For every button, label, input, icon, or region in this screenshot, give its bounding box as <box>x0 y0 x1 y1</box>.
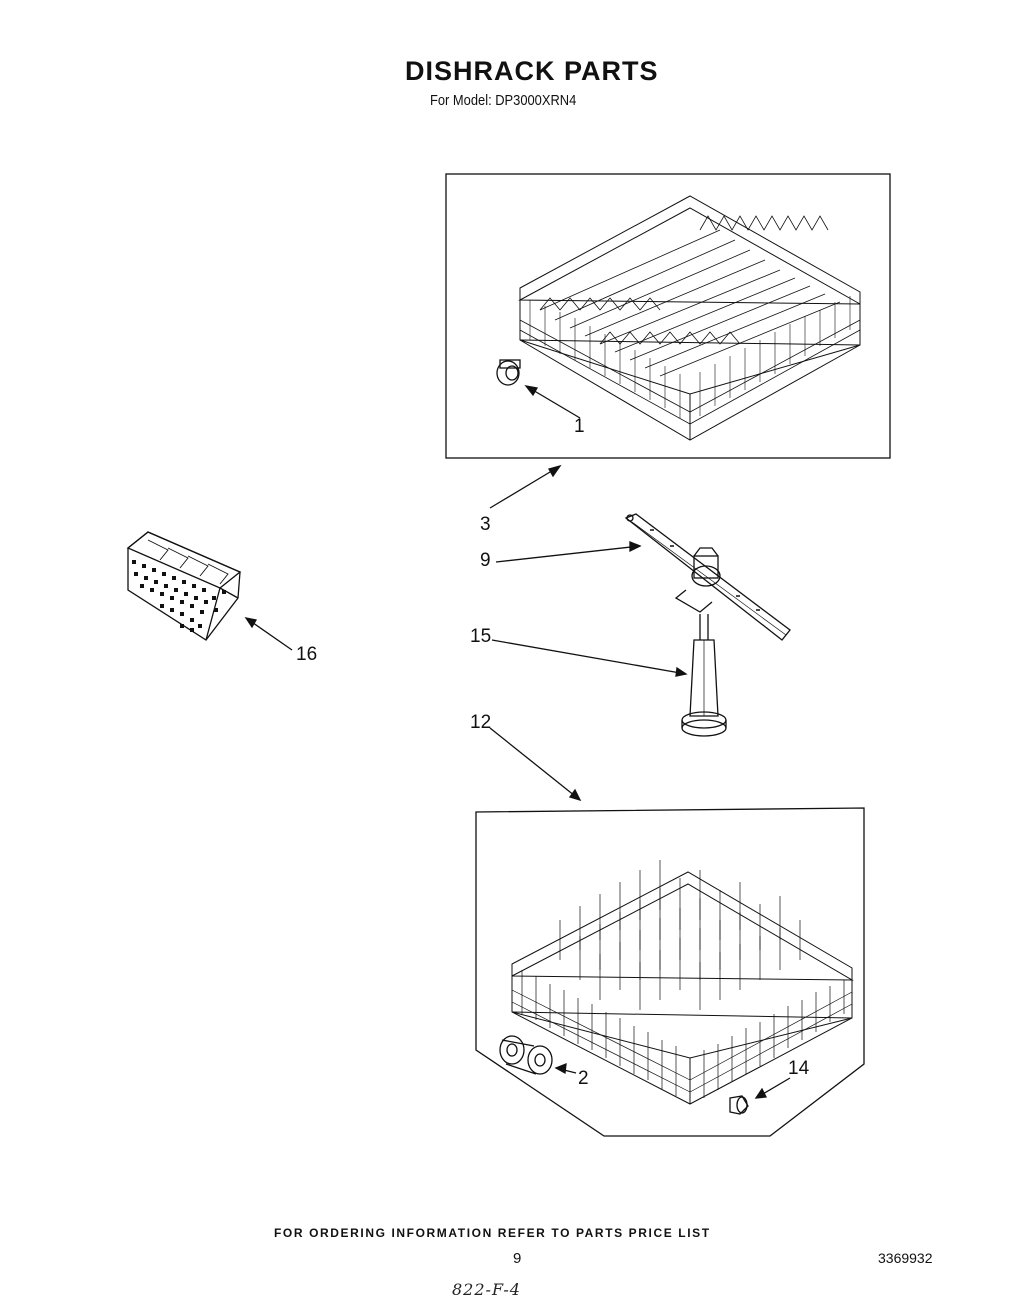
spray-arm-illustration <box>624 513 791 641</box>
tine-cap-part-14 <box>729 1095 749 1115</box>
handwritten-annotation: 822-F-4 <box>452 1280 521 1299</box>
callout-16: 16 <box>296 644 318 665</box>
arrowhead-1 <box>524 385 539 397</box>
leader-line-12 <box>489 727 581 801</box>
ordering-note: FOR ORDERING INFORMATION REFER TO PARTS … <box>274 1226 711 1240</box>
callout-14: 14 <box>788 1058 810 1079</box>
arrowhead-9 <box>629 541 642 553</box>
arrowhead-2 <box>554 1062 567 1075</box>
leader-line-3 <box>489 465 561 509</box>
rack-roller-part-1 <box>496 359 521 386</box>
upper-dishrack-illustration <box>518 195 861 441</box>
callout-15: 15 <box>470 626 492 647</box>
callout-3: 3 <box>480 514 491 535</box>
arrowhead-14 <box>754 1087 768 1099</box>
callout-12: 12 <box>470 712 492 733</box>
leader-line-15 <box>491 639 687 675</box>
arrowhead-12 <box>568 788 582 802</box>
page-title: DISHRACK PARTS <box>405 56 659 86</box>
lower-rack-frame <box>475 807 865 1137</box>
silverware-basket-illustration <box>126 531 242 641</box>
upper-rack-frame <box>445 173 891 459</box>
spray-tube-illustration <box>681 614 727 737</box>
arrowhead-15 <box>675 666 688 677</box>
rack-roller-assembly-part-2 <box>499 1035 553 1075</box>
callout-9: 9 <box>480 550 491 571</box>
leader-line-9 <box>495 545 641 563</box>
arrowhead-3 <box>548 464 562 478</box>
callout-1: 1 <box>574 416 585 437</box>
callout-2: 2 <box>578 1068 589 1089</box>
page-number: 9 <box>513 1250 522 1267</box>
arrowhead-16 <box>244 617 258 629</box>
lower-dishrack-illustration <box>511 860 854 1105</box>
model-line: For Model: DP3000XRN4 <box>430 92 577 109</box>
document-number: 3369932 <box>878 1250 933 1266</box>
